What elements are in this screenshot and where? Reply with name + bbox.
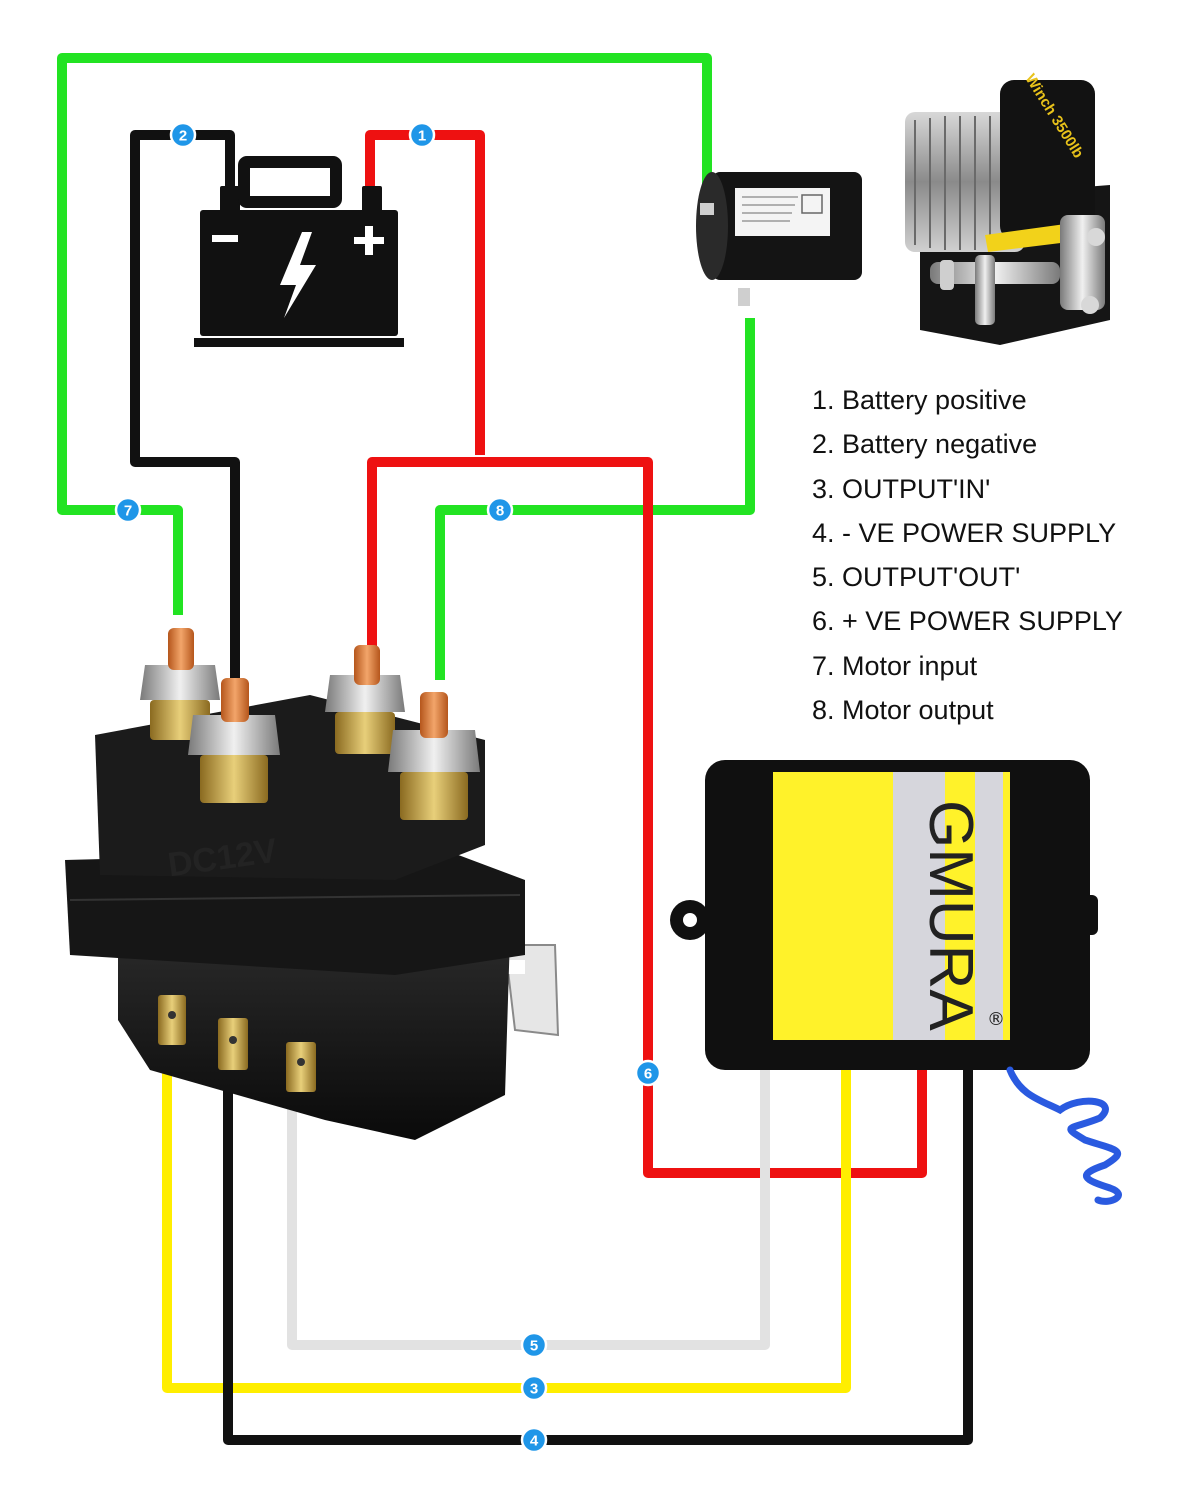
wire-badge-2: 2 [169,121,197,149]
wire-positive-power-supply [367,457,927,1178]
wire-badge-4: 4 [520,1426,548,1454]
wire-badge-label: 1 [418,128,426,145]
wire-badge-label: 6 [644,1066,652,1083]
legend-item-6: 6. + VE POWER SUPPLY [812,606,1123,637]
wire-badge-5: 5 [520,1331,548,1359]
coiled-antenna-cable [1006,1066,1122,1205]
winch-solenoid: DC12V [65,628,560,1140]
wire-badge-label: 8 [496,503,504,520]
legend-item-8: 8. Motor output [812,695,994,726]
wire-badge-circle [486,496,514,524]
wire-badge-label: 3 [530,1381,538,1398]
wire-battery-negative [130,130,240,680]
wire-badge-circle [520,1374,548,1402]
controller-brand-label: GMURA [916,800,985,1031]
battery-icon [194,156,404,347]
wire-badges: 1 2 3 4 5 6 7 8 [114,121,662,1454]
wireless-controller-box: GMURA ® [670,760,1122,1205]
legend-item-4: 4. - VE POWER SUPPLY [812,517,1117,548]
wire-motor-input [57,53,712,615]
legend-item-5: 5. OUTPUT'OUT' [812,562,1021,593]
wire-badge-label: 2 [179,128,187,145]
wire-badge-circle [114,496,142,524]
legend-item-3: 3. OUTPUT'IN' [812,473,991,504]
wire-badge-8: 8 [486,496,514,524]
wire-badge-3: 3 [520,1374,548,1402]
wire-badge-circle [169,121,197,149]
legend-item-2: 2. Battery negative [812,429,1038,460]
wire-badge-7: 7 [114,496,142,524]
wire-badge-circle [520,1331,548,1359]
wire-negative-power-supply [223,1058,973,1445]
wire-legend: 1. Battery positive 2. Battery negative … [812,378,1123,732]
legend-item-7: 7. Motor input [812,650,978,681]
legend-item-1: 1. Battery positive [812,385,1027,415]
wire-badge-circle [634,1059,662,1087]
winch-motor: Winch 3500lb [696,71,1110,345]
wire-badge-circle [408,121,436,149]
wire-badge-label: 4 [530,1433,539,1450]
wire-badge-6: 6 [634,1059,662,1087]
controller-trademark: ® [987,1009,1005,1030]
wire-badge-label: 7 [124,503,132,520]
wire-motor-output [435,318,755,680]
wire-output-in [162,1040,851,1393]
wire-badge-circle [520,1426,548,1454]
wire-badge-label: 5 [530,1338,538,1355]
wire-badge-1: 1 [408,121,436,149]
